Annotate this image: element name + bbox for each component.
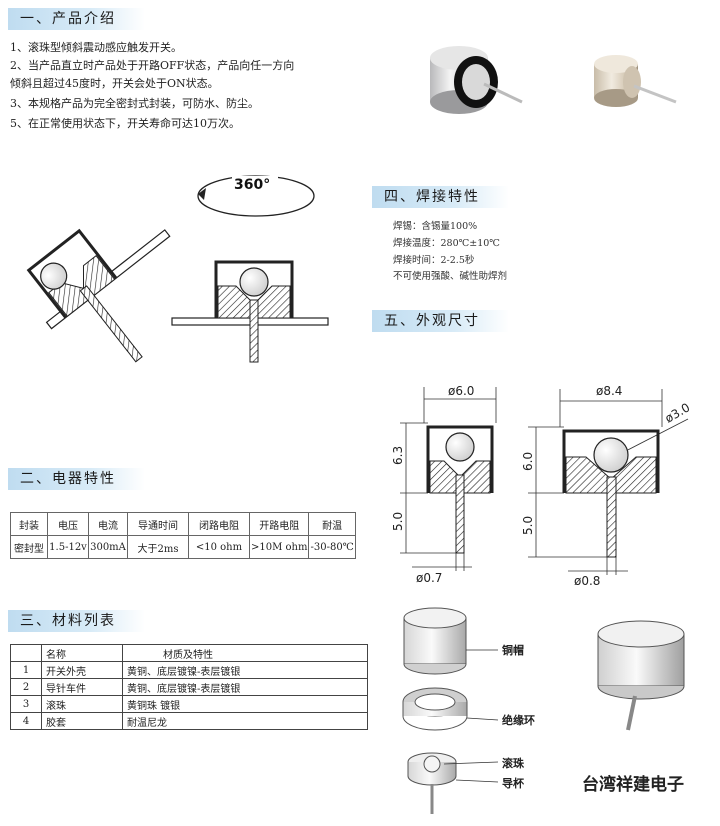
table-header-row: 封装 电压 电流 导通时间 闭路电阻 开路电阻 耐温 — [10, 512, 356, 536]
materials-table: 名称 材质及特性 1 开关外壳 黄铜、底层镀镍-表层镀银 2 导针车件 黄铜、底… — [10, 644, 368, 730]
welding-line-4: 不可使用强酸、碱性助焊剂 — [393, 271, 508, 282]
dim-large-height: 6.0 — [521, 452, 535, 471]
dim-small-height: 6.3 — [391, 446, 405, 465]
table-header-cell: 材质及特性 — [122, 644, 368, 662]
dim-large-pin-length: 5.0 — [521, 516, 535, 535]
product-photo-small — [594, 55, 677, 107]
table-cell: 开关外壳 — [41, 661, 123, 679]
table-cell: -30-80℃ — [308, 535, 356, 559]
table-header-cell — [10, 644, 42, 662]
product-photo-large — [430, 46, 523, 114]
table-row: 密封型 1.5-12v 300mA 大于2ms <10 ohm >10M ohm… — [10, 535, 356, 559]
intro-line-5: 5、在正常使用状态下，开关寿命可达10万次。 — [10, 117, 240, 130]
table-header-cell: 闭路电阻 — [188, 512, 250, 536]
table-cell: 耐温尼龙 — [122, 712, 368, 730]
table-row: 4 胶套 耐温尼龙 — [10, 712, 368, 730]
table-header-cell: 电压 — [47, 512, 89, 536]
table-row: 2 导针车件 黄铜、底层镀镍-表层镀银 — [10, 678, 368, 696]
table-row: 1 开关外壳 黄铜、底层镀镍-表层镀银 — [10, 661, 368, 679]
electrical-table: 封装 电压 电流 导通时间 闭路电阻 开路电阻 耐温 密封型 1.5-12v 3… — [10, 512, 356, 559]
table-cell: 黄铜、底层镀镍-表层镀银 — [122, 678, 368, 696]
section-title-electrical: 二、电器特性 — [8, 468, 145, 490]
table-cell: 1 — [10, 661, 42, 679]
welding-line-1: 焊锡：含锡量100% — [393, 221, 478, 232]
section-title-dimensions: 五、外观尺寸 — [372, 310, 509, 332]
table-cell: 3 — [10, 695, 42, 713]
dim-small-width: ø6.0 — [448, 384, 474, 398]
section-title-materials: 三、材料列表 — [8, 610, 145, 632]
table-header-cell: 开路电阻 — [248, 512, 310, 536]
welding-line-2: 焊接温度：280℃±10℃ — [393, 238, 500, 249]
table-cell: 2 — [10, 678, 42, 696]
intro-line-3: 倾斜且超过45度时，开关会处于ON状态。 — [10, 77, 219, 90]
table-header-row: 名称 材质及特性 — [10, 644, 368, 662]
table-cell: 滚珠 — [41, 695, 123, 713]
dim-large-width: ø8.4 — [596, 384, 622, 398]
part-label-cup: 导杯 — [502, 777, 524, 790]
part-label-ball: 滚珠 — [502, 757, 524, 770]
table-cell: 黄铜珠 镀银 — [122, 695, 368, 713]
table-header-cell: 耐温 — [308, 512, 356, 536]
table-cell: 大于2ms — [127, 535, 189, 559]
dim-small-pin-length: 5.0 — [391, 512, 405, 531]
table-cell: 300mA — [88, 535, 128, 559]
table-header-cell: 名称 — [41, 644, 123, 662]
table-row: 3 滚珠 黄铜珠 镀银 — [10, 695, 368, 713]
section-title-intro: 一、产品介绍 — [8, 8, 145, 30]
intro-line-4: 3、本规格产品为完全密封式封装，可防水、防尘。 — [10, 97, 259, 110]
table-header-cell: 电流 — [88, 512, 128, 536]
part-label-ring: 绝缘环 — [502, 714, 535, 727]
table-header-cell: 封装 — [10, 512, 48, 536]
exploded-parts-view — [402, 607, 499, 814]
dimension-drawings: ø6.0 6.3 5.0 ø0.7 ø8.4 6.0 5.0 ø0.8 ø3.0 — [391, 384, 693, 585]
welding-line-3: 焊接时间：2-2.5秒 — [393, 255, 475, 266]
table-cell: 密封型 — [10, 535, 48, 559]
table-cell: <10 ohm — [188, 535, 250, 559]
table-cell: 导针车件 — [41, 678, 123, 696]
section-title-welding: 四、焊接特性 — [372, 186, 509, 208]
part-label-cap: 铜帽 — [502, 644, 524, 657]
dim-small-pin-dia: ø0.7 — [416, 571, 442, 585]
tilt-diagram: 360° — [26, 175, 329, 363]
intro-line-2: 2、当产品直立时产品处于开路OFF状态，产品向任一方向 — [10, 59, 295, 72]
table-cell: >10M ohm — [248, 535, 310, 559]
rotation-label: 360° — [234, 177, 270, 193]
intro-line-1: 1、滚珠型倾斜震动感应触发开关。 — [10, 41, 182, 54]
table-cell: 黄铜、底层镀镍-表层镀银 — [122, 661, 368, 679]
table-cell: 胶套 — [41, 712, 123, 730]
dim-large-pin-dia: ø0.8 — [574, 574, 600, 585]
dim-large-ball: ø3.0 — [663, 400, 693, 425]
assembled-part — [597, 620, 685, 731]
company-name: 台湾祥建电子 — [582, 775, 684, 795]
table-cell: 1.5-12v — [47, 535, 89, 559]
table-cell: 4 — [10, 712, 42, 730]
table-header-cell: 导通时间 — [127, 512, 189, 536]
